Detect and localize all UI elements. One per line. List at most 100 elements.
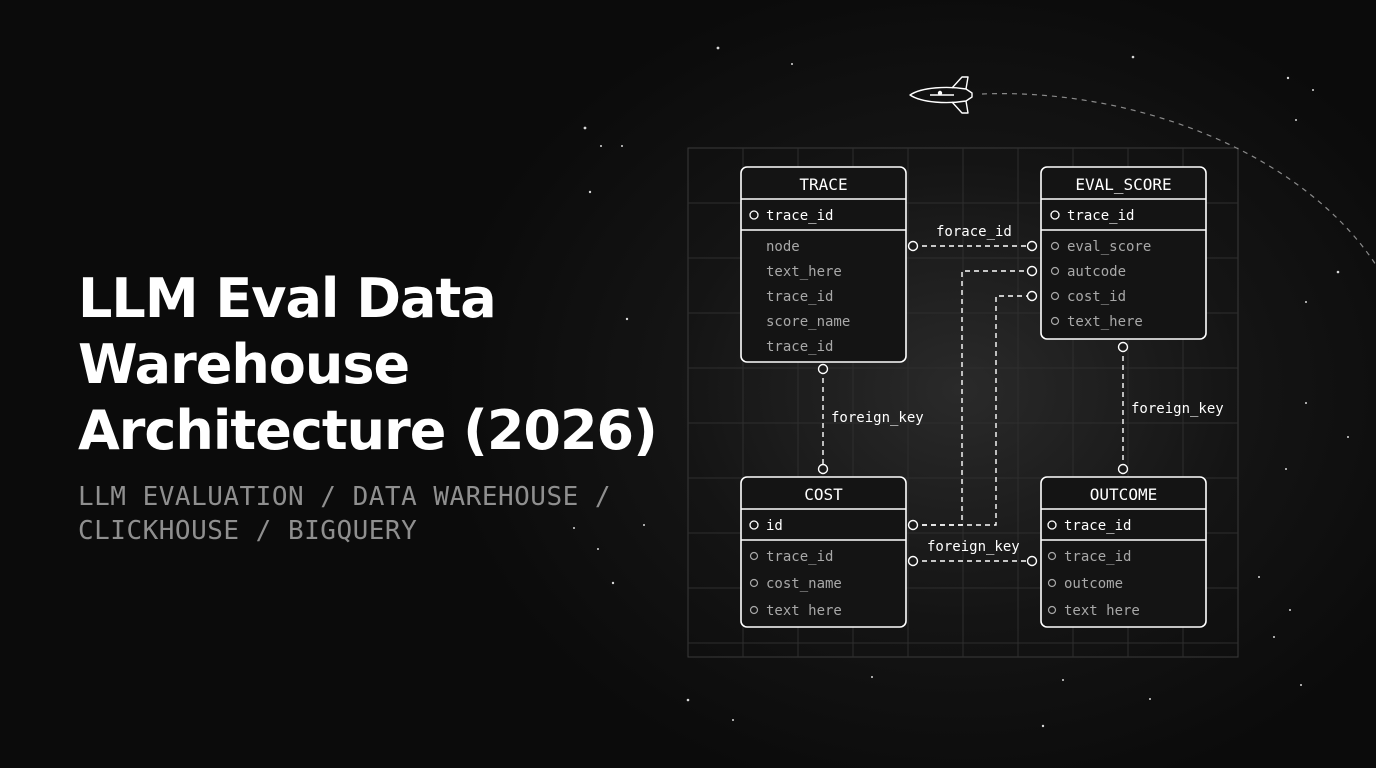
starfield <box>573 46 1349 728</box>
field: trace_id <box>766 289 833 305</box>
star-icon <box>1300 684 1302 686</box>
field-marker <box>1047 551 1057 561</box>
star-icon <box>716 46 720 50</box>
star-icon <box>1131 55 1135 59</box>
subtitle-line-1: LLM EVALUATION / DATA WAREHOUSE / <box>78 482 612 512</box>
field: autcode <box>1067 264 1126 280</box>
key-icon <box>749 520 759 530</box>
rel-label-cost-outcome: foreign_key <box>927 539 1020 555</box>
field-marker <box>1050 291 1060 301</box>
entity-box <box>1040 166 1207 340</box>
star-icon <box>573 527 575 529</box>
star-icon <box>1347 436 1349 438</box>
connector-point <box>1117 463 1129 475</box>
field-marker <box>1050 316 1060 326</box>
page-title: LLM Eval Data Warehouse Architecture (20… <box>78 266 718 464</box>
field: text_here <box>1067 314 1143 330</box>
star-icon <box>583 126 587 130</box>
field: text here <box>766 603 842 619</box>
entity-outcome: OUTCOME trace_id trace_id outcome text h… <box>1040 476 1207 628</box>
rel-line-cost-eval-autcode <box>913 270 1032 526</box>
connector-point <box>1026 555 1038 567</box>
connector-point <box>1026 290 1038 302</box>
rocket-trail <box>981 93 1376 266</box>
star-icon <box>871 676 873 678</box>
connector-point <box>907 240 919 252</box>
entity-cost: COST id trace_id cost_name text here <box>740 476 907 628</box>
relationship-lines <box>822 245 1124 562</box>
title-line-1: LLM Eval Data <box>78 267 497 330</box>
entity-title: OUTCOME <box>1090 485 1157 504</box>
connector-point <box>1117 341 1129 353</box>
connector-point <box>907 555 919 567</box>
connector-point <box>1026 265 1038 277</box>
subtitle-line-2: CLICKHOUSE / BIGQUERY <box>78 516 418 546</box>
star-icon <box>611 581 615 585</box>
key-icon <box>1050 210 1060 220</box>
field: text here <box>1064 603 1140 619</box>
field: score_name <box>766 314 850 330</box>
primary-key: id <box>766 518 783 534</box>
star-icon <box>1258 576 1260 578</box>
field-marker <box>1050 266 1060 276</box>
connector-point <box>907 519 919 531</box>
field-marker <box>749 605 759 615</box>
field-marker <box>1050 241 1060 251</box>
entity-eval-score: EVAL_SCORE trace_id eval_score autcode c… <box>1040 166 1207 340</box>
title-line-3: Architecture (2026) <box>78 399 658 462</box>
star-icon <box>1273 636 1275 638</box>
connector-point <box>1026 240 1038 252</box>
entity-box <box>740 166 907 363</box>
star-icon <box>791 63 793 65</box>
connector-point <box>817 463 829 475</box>
field: cost_id <box>1067 289 1126 305</box>
entity-title: COST <box>804 485 843 504</box>
rel-line-cost-eval-costid <box>913 295 1032 526</box>
entity-trace: TRACE trace_id node text_here trace_id s… <box>740 166 907 363</box>
star-icon <box>1336 270 1340 274</box>
star-icon <box>1149 698 1151 700</box>
rocket-icon <box>909 76 973 114</box>
entity-box <box>740 476 907 628</box>
star-icon <box>600 145 602 147</box>
star-icon <box>1312 89 1314 91</box>
rel-label-eval-outcome: foreign_key <box>1131 401 1224 417</box>
field-marker <box>1047 605 1057 615</box>
field: trace_id <box>1064 549 1131 565</box>
star-icon <box>1295 119 1297 121</box>
star-icon <box>597 548 599 550</box>
field: cost_name <box>766 576 842 592</box>
rel-label-trace-eval: forace_id <box>936 224 1012 240</box>
star-icon <box>588 190 592 194</box>
field: text_here <box>766 264 842 280</box>
field: trace_id <box>766 549 833 565</box>
star-icon <box>1286 76 1290 80</box>
subtitle: LLM EVALUATION / DATA WAREHOUSE / CLICKH… <box>78 480 678 548</box>
field: trace_id <box>766 339 833 355</box>
star-icon <box>1062 679 1064 681</box>
star-icon <box>732 719 734 721</box>
star-icon <box>643 524 645 526</box>
star-icon <box>1305 402 1307 404</box>
field-marker <box>1047 578 1057 588</box>
primary-key: trace_id <box>1067 208 1134 224</box>
field-marker <box>749 578 759 588</box>
star-icon <box>686 698 690 702</box>
key-icon <box>749 210 759 220</box>
title-line-2: Warehouse <box>78 333 410 396</box>
star-icon <box>1305 301 1307 303</box>
entity-title: TRACE <box>799 175 847 194</box>
field: node <box>766 239 800 255</box>
field-marker <box>749 551 759 561</box>
primary-key: trace_id <box>1064 518 1131 534</box>
connector-point <box>817 363 829 375</box>
star-icon <box>621 145 623 147</box>
star-icon <box>1285 468 1287 470</box>
entity-box <box>1040 476 1207 628</box>
field: outcome <box>1064 576 1123 592</box>
star-icon <box>625 317 629 321</box>
rel-label-trace-cost: foreign_key <box>831 410 924 426</box>
connector-points <box>817 240 1129 567</box>
entity-title: EVAL_SCORE <box>1075 175 1171 194</box>
